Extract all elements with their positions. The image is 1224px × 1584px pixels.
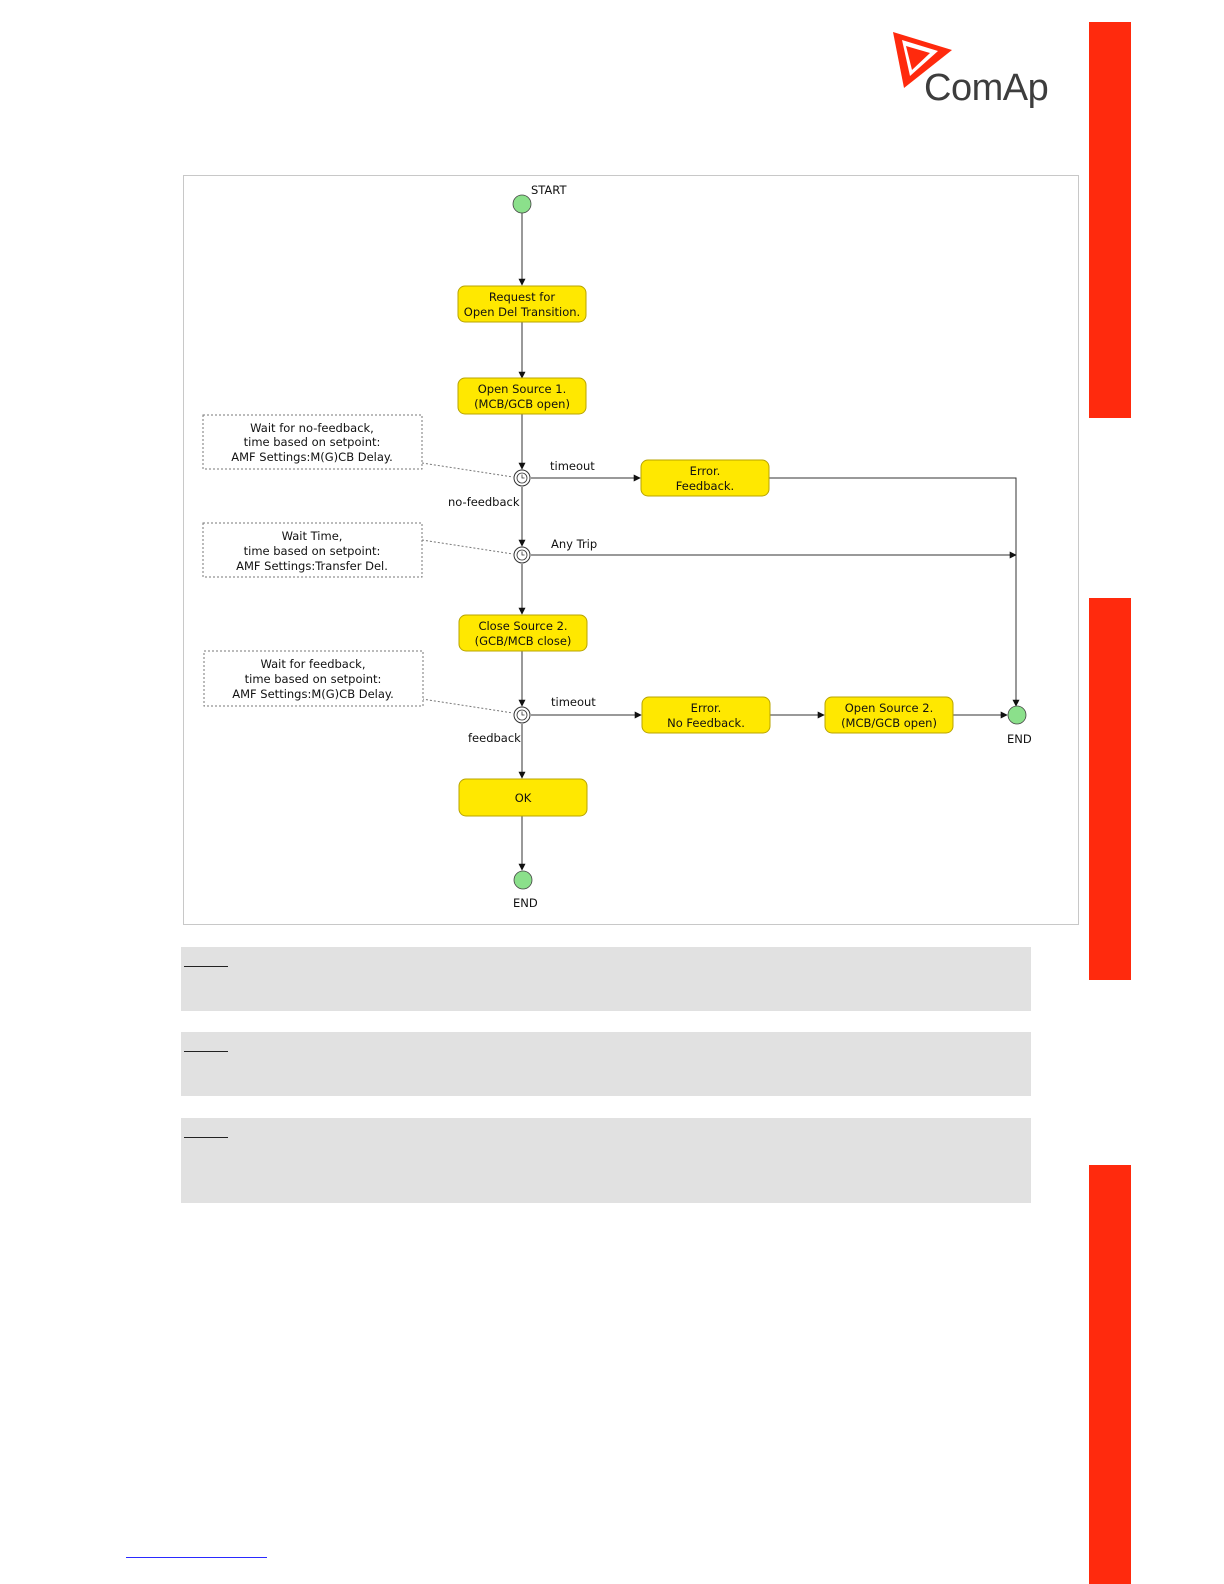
state-close-source-2-line1: Close Source 2.: [478, 619, 567, 633]
state-ok: OK: [458, 778, 588, 817]
note-wait-time: Wait Time, time based on setpoint: AMF S…: [202, 522, 423, 578]
comap-logo-icon: [893, 32, 952, 88]
note-wait-feedback: Wait for feedback, time based on setpoin…: [203, 650, 424, 707]
edge-error-feedback-end: [769, 477, 1020, 707]
transition-any-trip: Any Trip: [551, 537, 597, 551]
footer-link[interactable]: [126, 1557, 267, 1558]
note-wait-time-line2: time based on setpoint:: [244, 544, 381, 558]
note-box-1: [181, 947, 1031, 1011]
note-wait-no-feedback-line3: AMF Settings:M(G)CB Delay.: [231, 450, 392, 464]
transition-timeout-2: timeout: [551, 695, 596, 709]
note-box-3: [181, 1118, 1031, 1203]
state-error-no-feedback: Error. No Feedback.: [641, 696, 771, 734]
state-request: Request for Open Del Transition.: [457, 285, 587, 323]
timer-icon: [513, 546, 531, 564]
transition-no-feedback: no-feedback: [448, 495, 520, 509]
state-error-no-feedback-line2: No Feedback.: [667, 716, 745, 730]
state-open-source-1-line1: Open Source 1.: [478, 382, 567, 396]
state-diagram-canvas: START END END Request for Open Del Trans…: [202, 183, 1032, 910]
end-label-side: END: [1007, 732, 1032, 746]
state-open-source-2-line2: (MCB/GCB open): [841, 716, 937, 730]
start-node: [512, 194, 532, 214]
timer-icon: [513, 469, 531, 487]
state-diagram: START END END Request for Open Del Trans…: [183, 175, 1079, 925]
note-box-3-rule: [184, 1137, 228, 1138]
state-open-source-2-line1: Open Source 2.: [845, 701, 934, 715]
state-request-line2: Open Del Transition.: [464, 305, 580, 319]
note-connector-1: [421, 462, 514, 478]
side-accent-bar-middle: [1089, 598, 1131, 980]
note-wait-time-line3: AMF Settings:Transfer Del.: [236, 559, 388, 573]
note-box-2: [181, 1032, 1031, 1096]
note-box-2-rule: [184, 1051, 228, 1052]
state-error-feedback-line1: Error.: [690, 464, 721, 478]
state-error-feedback: Error. Feedback.: [640, 459, 770, 497]
state-open-source-1: Open Source 1. (MCB/GCB open): [457, 377, 587, 415]
note-wait-no-feedback: Wait for no-feedback, time based on setp…: [202, 414, 423, 470]
transition-feedback: feedback: [468, 731, 521, 745]
note-wait-no-feedback-line2: time based on setpoint:: [244, 435, 381, 449]
note-wait-time-line1: Wait Time,: [282, 529, 343, 543]
end-node-side: [1007, 705, 1027, 725]
note-connector-2: [421, 539, 514, 555]
state-open-source-2: Open Source 2. (MCB/GCB open): [824, 696, 954, 734]
start-label: START: [531, 183, 567, 197]
state-error-no-feedback-line1: Error.: [691, 701, 722, 715]
side-accent-bar-bottom: [1089, 1165, 1131, 1584]
state-close-source-2-line2: (GCB/MCB close): [475, 634, 572, 648]
side-accent-bar-top: [1089, 22, 1131, 418]
note-wait-no-feedback-line1: Wait for no-feedback,: [250, 421, 374, 435]
note-connector-3: [421, 698, 514, 714]
state-ok-label: OK: [515, 791, 532, 805]
state-open-source-1-line2: (MCB/GCB open): [474, 397, 570, 411]
note-box-1-rule: [184, 966, 228, 967]
state-close-source-2: Close Source 2. (GCB/MCB close): [458, 614, 588, 652]
note-wait-feedback-line3: AMF Settings:M(G)CB Delay.: [232, 687, 393, 701]
brand-name: ComAp: [924, 67, 1049, 109]
note-wait-feedback-line1: Wait for feedback,: [261, 657, 366, 671]
state-request-line1: Request for: [489, 290, 555, 304]
state-error-feedback-line2: Feedback.: [676, 479, 734, 493]
end-node-main: [513, 870, 533, 890]
timer-icon: [513, 706, 531, 724]
end-label-main: END: [513, 896, 538, 910]
transition-timeout-1: timeout: [550, 459, 595, 473]
note-wait-feedback-line2: time based on setpoint:: [245, 672, 382, 686]
